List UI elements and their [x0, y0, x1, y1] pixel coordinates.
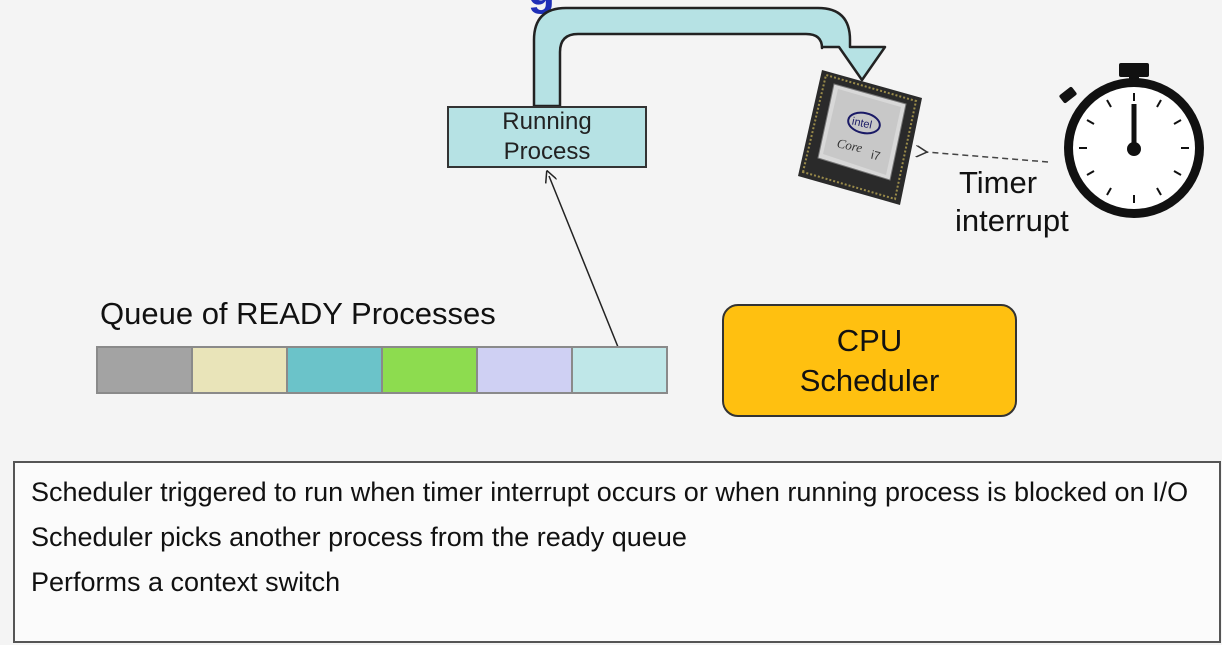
running-process-box: Running Process [447, 106, 647, 168]
stopwatch-icon [1059, 63, 1204, 218]
dispatch-arrow [549, 176, 619, 348]
cpu-scheduler-box: CPU Scheduler [722, 304, 1017, 417]
queue-cell-2 [193, 348, 286, 392]
ready-queue-label: Queue of READY Processes [100, 296, 496, 331]
queue-cell-6 [573, 348, 666, 392]
running-process-line1: Running [502, 108, 592, 135]
queue-cell-1 [98, 348, 191, 392]
queue-cell-4 [383, 348, 476, 392]
cpu-chip-icon: intel Core i7 [798, 70, 922, 205]
cpu-scheduler-line1: CPU [836, 322, 903, 358]
queue-cell-5 [478, 348, 571, 392]
notes-box: Scheduler triggered to run when timer in… [13, 461, 1221, 643]
timer-interrupt-label: Timer interrupt [955, 164, 1069, 240]
note-item: Scheduler triggered to run when timer in… [31, 477, 1189, 507]
note-item: Performs a context switch [31, 567, 341, 597]
ready-queue [96, 346, 668, 394]
cpu-scheduler-line2: Scheduler [799, 362, 940, 398]
timer-label-line2: interrupt [955, 203, 1069, 238]
timer-interrupt-arrow [926, 152, 1049, 163]
note-item: Scheduler picks another process from the… [31, 522, 687, 552]
cpu-brand-text: intel [851, 116, 873, 132]
cpu-model-prefix: Core [836, 135, 864, 155]
timer-label-line1: Timer [959, 165, 1038, 200]
context-switch-arrow [532, 6, 887, 108]
cpu-model-suffix: i7 [870, 148, 882, 164]
running-process-line2: Process [503, 138, 591, 165]
queue-cell-3 [288, 348, 381, 392]
